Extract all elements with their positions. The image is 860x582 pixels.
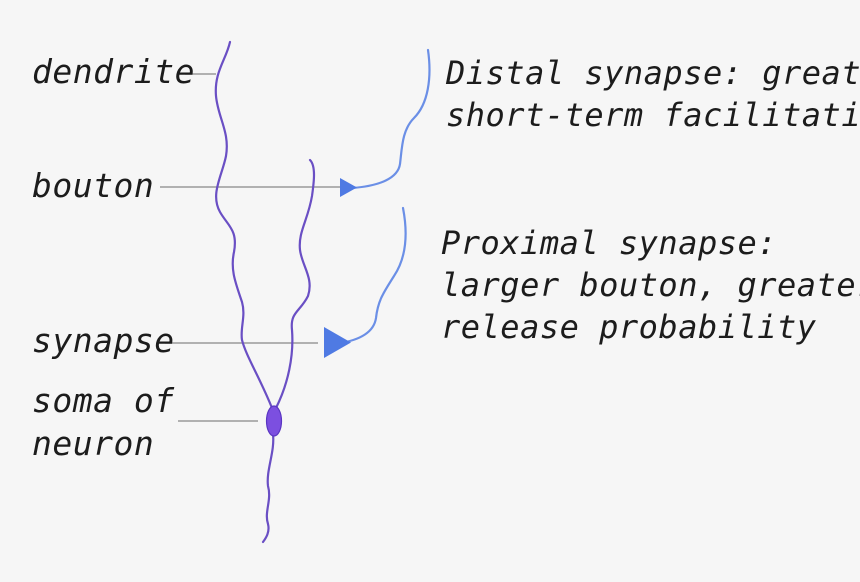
distal-note-line2: short-term facilitation	[446, 96, 860, 134]
proximal-bouton	[324, 327, 351, 358]
soma-of-neuron	[265, 405, 283, 437]
dendrite-label: dendrite	[32, 52, 195, 91]
proximal-note-line3: release probability	[441, 308, 817, 346]
proximal-presynaptic-axon	[338, 206, 407, 345]
proximal-note-line1: Proximal synapse:	[441, 224, 777, 262]
synapse-label: synapse	[32, 321, 175, 360]
distal-presynaptic-axon	[350, 48, 431, 190]
dendrite-side-branch	[274, 158, 316, 410]
proximal-note-line2: larger bouton, greater	[441, 266, 860, 304]
distal-note-line1: Distal synapse: greater	[445, 54, 860, 92]
axon-below-soma	[261, 432, 275, 544]
bouton-label: bouton	[32, 166, 154, 205]
soma-label-line1: soma of	[32, 381, 175, 420]
dendrite-main-branch	[214, 40, 274, 410]
distal-bouton	[340, 178, 357, 197]
soma-label-line2: neuron	[32, 424, 154, 463]
